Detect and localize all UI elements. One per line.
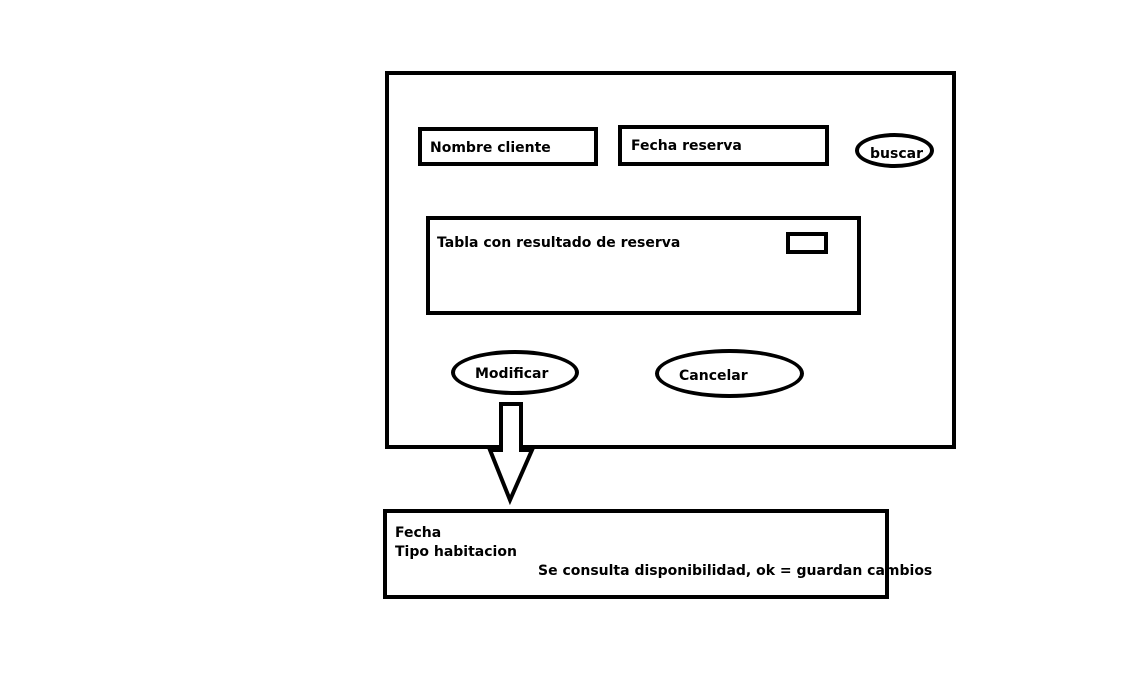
fecha-reserva-input[interactable]: Fecha reserva [618, 125, 829, 166]
results-table-label: Tabla con resultado de reserva [437, 235, 681, 251]
nombre-cliente-input[interactable]: Nombre cliente [418, 127, 598, 166]
modificar-button[interactable]: Modificar [451, 350, 579, 395]
row-select-checkbox[interactable] [786, 232, 828, 254]
detail-tipo-habitacion-label: Tipo habitacion [395, 544, 517, 560]
arrow-down-icon [487, 402, 536, 505]
nombre-cliente-label: Nombre cliente [430, 140, 551, 156]
results-table: Tabla con resultado de reserva [426, 216, 861, 315]
buscar-button[interactable]: buscar [855, 133, 934, 168]
modify-detail-panel: Fecha Tipo habitacion Se consulta dispon… [383, 509, 932, 599]
fecha-reserva-label: Fecha reserva [631, 138, 742, 154]
detail-note: Se consulta disponibilidad, ok = guardan… [538, 563, 933, 579]
cancelar-button-label: Cancelar [679, 368, 748, 384]
cancelar-button[interactable]: Cancelar [655, 349, 804, 398]
modificar-button-label: Modificar [475, 366, 549, 382]
buscar-button-label: buscar [870, 146, 923, 162]
detail-fecha-label: Fecha [395, 525, 442, 541]
